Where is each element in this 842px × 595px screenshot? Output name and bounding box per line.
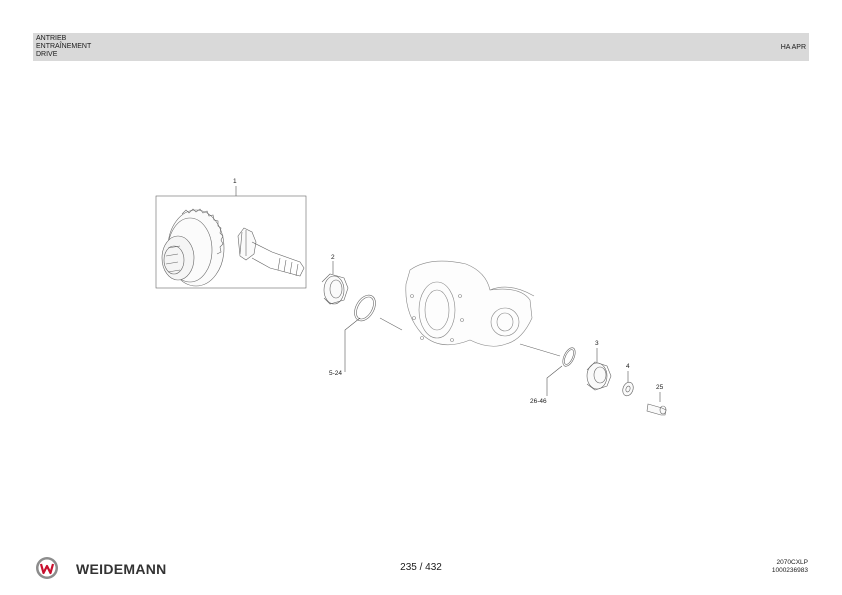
section-title-de: ANTRIEB <box>36 35 67 42</box>
bearing-2-illustration <box>321 261 349 305</box>
part-1-frame <box>155 195 307 289</box>
callout-26-46: 26-46 <box>530 398 547 405</box>
callout-4: 4 <box>626 363 630 370</box>
washer-4-illustration <box>622 371 634 397</box>
pinion-shaft-illustration <box>237 227 305 277</box>
callout-3: 3 <box>595 340 599 347</box>
assembly-code: HA APR <box>780 44 806 51</box>
o-ring-illustration <box>344 294 376 372</box>
page-number: 235 / 432 <box>400 562 442 573</box>
page-header: ANTRIEB ENTRAÎNEMENT DRIVE HA APR <box>33 33 809 61</box>
weidemann-logo-icon <box>36 557 58 579</box>
brand-name: WEIDEMANN <box>76 561 167 577</box>
model-code: 2070CXLP <box>776 559 808 566</box>
shim-ring-illustration <box>546 347 576 396</box>
axle-housing-illustration <box>379 260 561 357</box>
model-info: 2070CXLP 1000236983 <box>772 559 808 575</box>
crown-gear-illustration <box>161 208 225 287</box>
callout-5-24: 5-24 <box>329 370 342 377</box>
document-number: 1000236983 <box>771 567 808 574</box>
section-title: ANTRIEB ENTRAÎNEMENT DRIVE <box>36 35 91 59</box>
bearing-3-illustration <box>586 348 612 391</box>
section-title-fr: ENTRAÎNEMENT <box>36 43 92 50</box>
callout-2: 2 <box>331 254 335 261</box>
callout-25: 25 <box>656 384 664 391</box>
callout-1: 1 <box>233 178 237 185</box>
bolt-25-illustration <box>646 392 667 416</box>
section-title-en: DRIVE <box>36 51 58 58</box>
